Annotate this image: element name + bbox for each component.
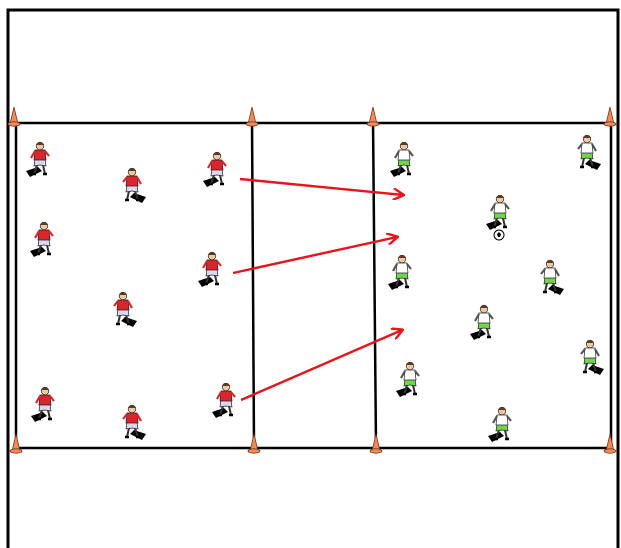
player-white-icon	[578, 135, 601, 170]
cone-icon	[246, 107, 258, 126]
player-white-icon	[388, 255, 411, 290]
player-white-icon	[541, 260, 564, 295]
player-red-icon	[30, 222, 53, 257]
player-red-icon	[203, 152, 226, 187]
cone-icon	[604, 434, 616, 453]
outer-frame	[8, 10, 618, 548]
arrows-layer	[233, 179, 403, 400]
player-red-icon	[123, 405, 146, 440]
player-red-icon	[123, 168, 146, 203]
cone-icon	[248, 434, 260, 453]
player-red-icon	[212, 383, 235, 418]
cone-icon	[604, 107, 616, 126]
player-white-icon	[581, 340, 604, 375]
cone-icon	[10, 434, 22, 453]
pass-arrow	[241, 330, 402, 400]
player-red-icon	[26, 142, 49, 177]
pass-arrow	[240, 179, 403, 195]
pass-arrow	[233, 237, 397, 273]
player-red-icon	[198, 252, 221, 287]
zone-divider-left	[252, 120, 254, 446]
field	[15, 120, 612, 448]
player-white-icon	[396, 362, 419, 397]
cone-icon	[8, 107, 20, 126]
ball-icon	[494, 230, 504, 240]
player-white-icon	[488, 407, 511, 442]
cone-icon	[367, 107, 379, 126]
player-white-icon	[470, 305, 493, 340]
player-red-icon	[114, 292, 137, 327]
cone-icon	[370, 434, 382, 453]
zone-divider-right	[373, 120, 376, 446]
players-layer	[26, 135, 604, 442]
cones-layer	[8, 107, 616, 453]
player-red-icon	[31, 387, 54, 422]
player-white-icon	[486, 195, 509, 230]
player-white-icon	[390, 142, 413, 177]
